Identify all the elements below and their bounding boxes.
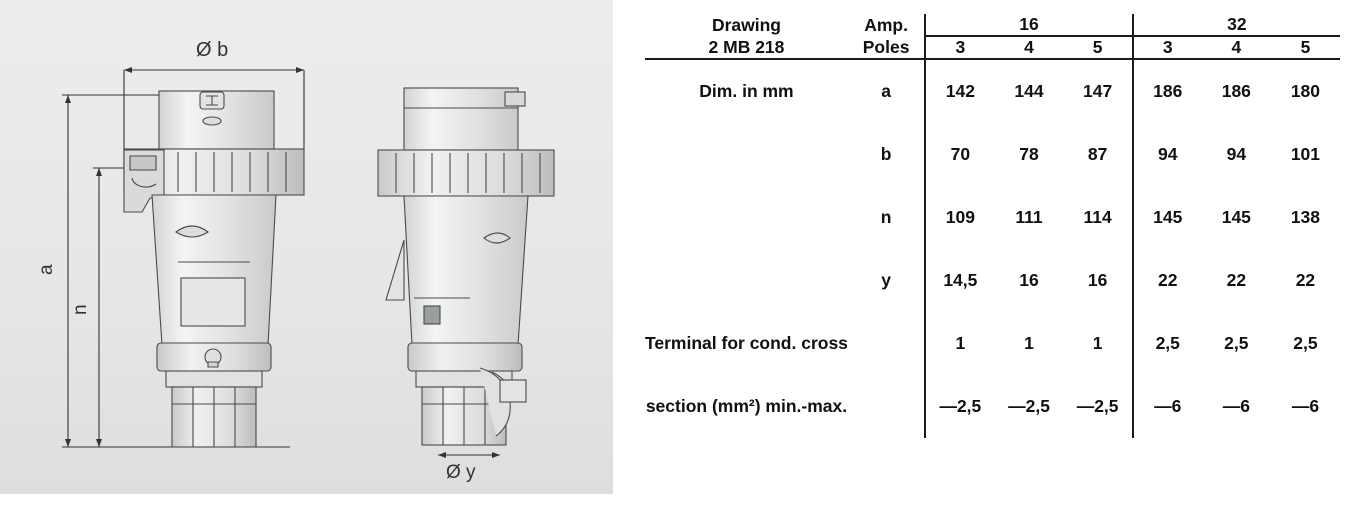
table-row: n 109 111 114 145 145 138 xyxy=(645,186,1340,249)
amp-group-32: 32 xyxy=(1131,14,1340,37)
cell-a-32-5: 180 xyxy=(1290,81,1321,101)
cell-a-16-4: 144 xyxy=(1014,81,1044,101)
table-header-row-amp: Drawing Amp. 16 32 xyxy=(645,14,1340,37)
cell-terminal-32-4: 2,5 xyxy=(1224,333,1249,353)
cell-n-16-3: 109 xyxy=(945,207,975,227)
cell-section-16-4: —2,5 xyxy=(1008,396,1050,416)
poles-32-5: 5 xyxy=(1270,36,1340,60)
row-sub-terminal xyxy=(847,312,927,375)
cell-terminal-16-3: 1 xyxy=(955,333,966,353)
cell-a-32-4: 186 xyxy=(1221,81,1251,101)
row-label-y xyxy=(645,249,848,312)
row-sub-y: y xyxy=(847,249,927,312)
poles-32-3: 3 xyxy=(1131,36,1202,60)
technical-drawing-panel: » Ø b a xyxy=(0,0,613,494)
cell-n-32-4: 145 xyxy=(1221,207,1251,227)
row-label-terminal: Terminal for cond. cross xyxy=(645,333,848,353)
row-label-section: section (mm²) min.-max. xyxy=(645,396,848,416)
table-row: Dim. in mm a 142 144 147 186 186 180 xyxy=(645,59,1340,123)
cell-y-32-4: 22 xyxy=(1226,270,1247,290)
poles-16-3: 3 xyxy=(925,36,995,60)
drawing-title-line1: Drawing xyxy=(711,14,781,35)
spec-table: Drawing Amp. 16 32 2 MB 218 Poles 3 4 5 … xyxy=(645,14,1340,438)
row-label-b xyxy=(645,123,848,186)
cell-terminal-32-5: 2,5 xyxy=(1293,333,1318,353)
amp-label: Amp. xyxy=(847,14,927,36)
row-sub-section xyxy=(847,375,927,438)
cell-b-32-5: 101 xyxy=(1290,144,1321,164)
row-label-n xyxy=(645,186,848,249)
cell-terminal-16-5: 1 xyxy=(1092,333,1103,353)
table-row: Terminal for cond. cross 1 1 1 2,5 2,5 2… xyxy=(645,312,1340,375)
table-row: section (mm²) min.-max. —2,5 —2,5 —2,5 —… xyxy=(645,375,1340,438)
cell-b-16-4: 78 xyxy=(1019,144,1039,164)
cell-b-16-5: 87 xyxy=(1087,144,1108,164)
cell-a-32-3: 186 xyxy=(1131,59,1202,123)
row-sub-b: b xyxy=(847,123,927,186)
dimension-label-a: a xyxy=(36,264,57,275)
cell-y-32-5: 22 xyxy=(1295,270,1316,290)
poles-16-5: 5 xyxy=(1063,36,1133,60)
cell-terminal-16-4: 1 xyxy=(1024,333,1034,353)
cell-n-32-5: 138 xyxy=(1290,207,1321,227)
cell-a-16-5: 147 xyxy=(1083,81,1113,101)
cell-b-16-3: 70 xyxy=(950,144,971,164)
dimension-label-diameter-b: Ø b xyxy=(196,39,228,61)
poles-16-4: 4 xyxy=(994,36,1064,60)
poles-label: Poles xyxy=(847,36,927,60)
row-label-dim: Dim. in mm xyxy=(699,81,794,101)
dimension-label-diameter-y: Ø y xyxy=(446,462,476,483)
cell-section-32-5: —6 xyxy=(1291,396,1320,416)
cell-b-32-4: 94 xyxy=(1226,144,1247,164)
cell-n-32-3: 145 xyxy=(1131,186,1202,249)
poles-32-4: 4 xyxy=(1201,36,1271,60)
cell-y-32-3: 22 xyxy=(1131,249,1202,312)
dimension-label-n: n xyxy=(70,304,91,315)
cell-terminal-32-3: 2,5 xyxy=(1131,312,1202,375)
cell-section-32-4: —6 xyxy=(1222,396,1250,416)
row-sub-n: n xyxy=(847,186,927,249)
cell-n-16-5: 114 xyxy=(1083,207,1112,227)
cell-section-32-3: —6 xyxy=(1131,375,1202,438)
cell-section-16-5: —2,5 xyxy=(1076,396,1119,416)
plug-drawing-svg: » Ø b a xyxy=(36,39,555,483)
row-sub-a: a xyxy=(847,59,927,123)
table-header-row-poles: 2 MB 218 Poles 3 4 5 3 4 5 xyxy=(645,36,1340,60)
cell-a-16-3: 142 xyxy=(945,81,975,101)
cell-y-16-3: 14,5 xyxy=(943,270,978,290)
cell-n-16-4: 111 xyxy=(1015,207,1043,227)
cell-b-32-3: 94 xyxy=(1131,123,1202,186)
spec-table-wrapper: Drawing Amp. 16 32 2 MB 218 Poles 3 4 5 … xyxy=(645,14,1345,438)
drawing-title-line2: 2 MB 218 xyxy=(645,36,848,60)
cell-section-16-3: —2,5 xyxy=(939,396,982,416)
cell-y-16-4: 16 xyxy=(1019,270,1039,290)
cell-y-16-5: 16 xyxy=(1087,270,1108,290)
table-row: b 70 78 87 94 94 101 xyxy=(645,123,1340,186)
table-row: y 14,5 16 16 22 22 22 xyxy=(645,249,1340,312)
amp-group-16: 16 xyxy=(925,14,1133,37)
